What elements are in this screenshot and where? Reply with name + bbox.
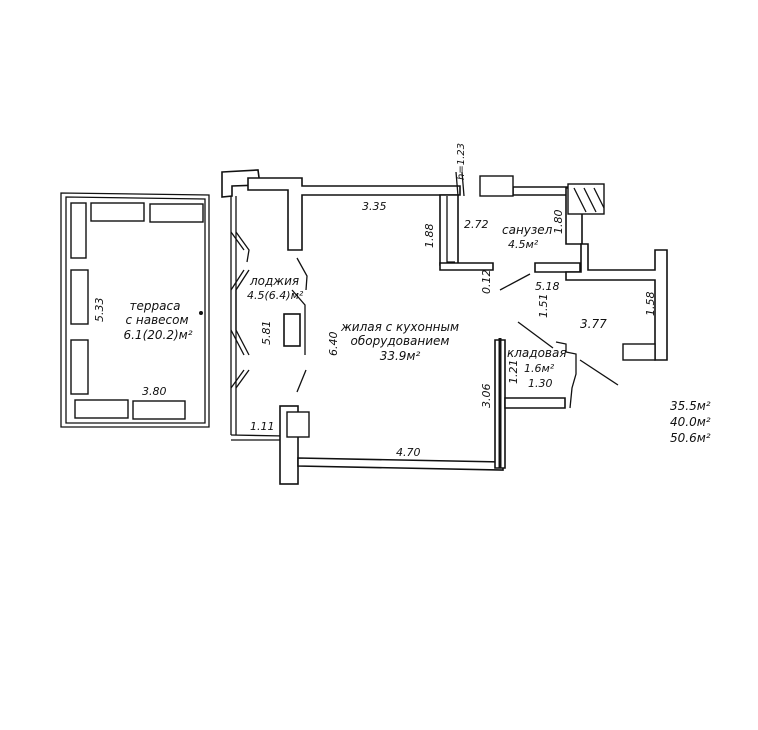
dim-living-height: 6.40 [327,332,340,357]
terrace [60,192,210,428]
living-name-1: жилая с кухонным [340,320,459,334]
loggia [221,169,308,441]
dimensions: 5.33 3.80 5.81 1.11 3.35 6.40 4.70 1.88 … [93,143,657,459]
living-area: 33.9м² [380,349,421,363]
dim-storage-width: 1.30 [528,377,553,390]
dim-terrace-width: 3.80 [142,385,167,398]
loggia-area: 4.5(6.4)м² [247,289,304,302]
dim-loggia-bottom: 1.11 [250,420,275,433]
terrace-name-1: терраса [130,299,181,313]
total-1: 35.5м² [670,399,711,413]
dim-living-bottom: 4.70 [396,446,421,459]
dim-storage-height: 1.21 [507,360,520,385]
dim-hall-width: 5.18 [535,280,560,293]
dim-top-note: h=1.23 [456,143,467,180]
dim-storage-wall: 3.06 [480,384,493,409]
dim-partition: 1.88 [423,224,436,249]
dim-bath-height: 1.80 [552,210,565,235]
dim-right-wall: 1.58 [644,292,657,317]
dim-bath-width: 2.72 [464,218,489,231]
walls [247,171,668,485]
terrace-area: 6.1(20.2)м² [123,328,192,342]
dim-loggia-height: 5.81 [260,321,273,346]
dim-hall-height: 1.51 [537,294,550,319]
dim-living-top: 3.35 [362,200,387,213]
area-totals: 35.5м² 40.0м² 50.6м² [670,399,711,445]
dim-hall-depth: 3.77 [580,317,607,331]
storage-name: кладовая [507,346,567,360]
total-3: 50.6м² [670,431,711,445]
total-2: 40.0м² [670,415,711,429]
bathroom-name: санузел [502,223,553,237]
storage-area: 1.6м² [524,362,555,375]
labels: терраса с навесом 6.1(20.2)м² лоджия 4.5… [123,223,566,375]
dim-terrace-height: 5.33 [93,298,106,323]
loggia-name: лоджия [249,274,299,288]
terrace-name-2: с навесом [125,313,188,327]
bathroom-area: 4.5м² [508,238,539,251]
dim-gap: 0.12 [480,270,493,295]
living-name-2: оборудованием [351,334,450,348]
